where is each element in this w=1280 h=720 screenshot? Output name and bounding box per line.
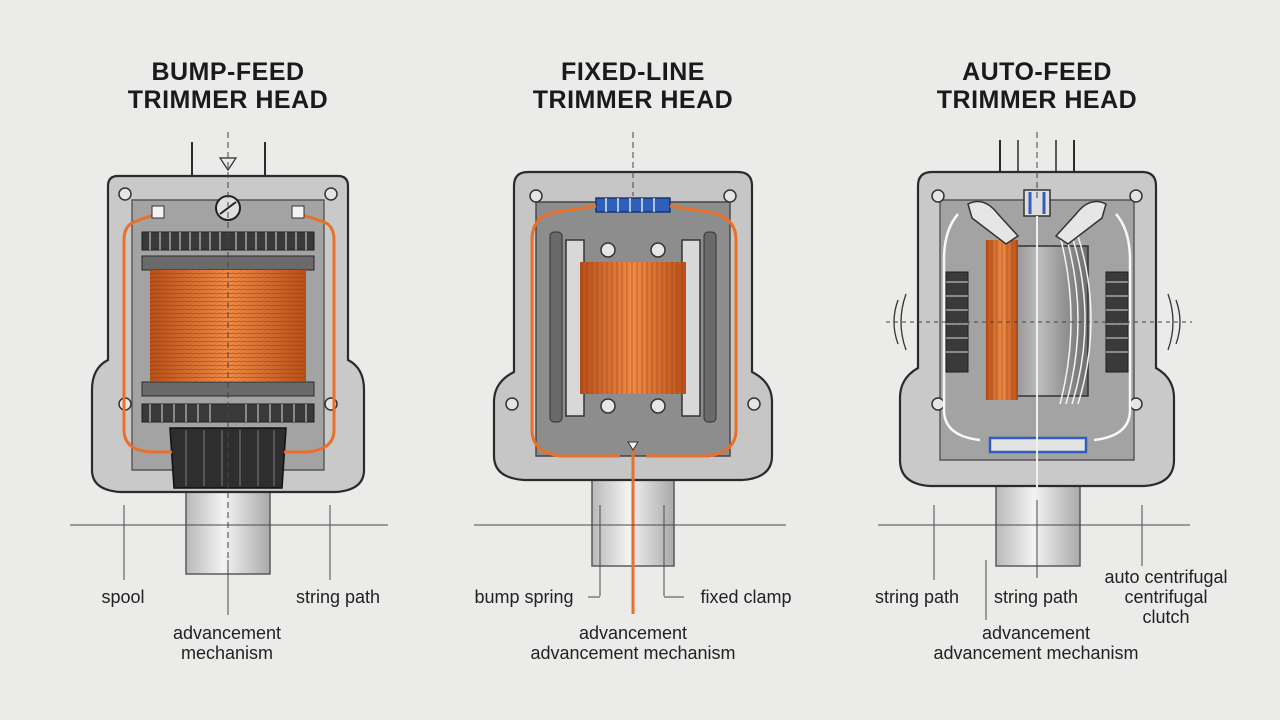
panel-auto-feed: AUTO-FEED TRIMMER HEAD <box>875 58 1228 663</box>
label-string-path-left: string path <box>875 587 959 607</box>
panel-title-line2: TRIMMER HEAD <box>128 86 328 114</box>
label-string-path-middle: string path <box>994 587 1078 607</box>
panel-fixed-line: FIXED-LINE TRIMMER HEAD <box>474 58 792 663</box>
bump-feed-head-illustration <box>90 132 366 590</box>
label-advancement-mechanism: advancement mechanism <box>933 643 1138 663</box>
label-auto-centrifugal: auto centrifugal <box>1104 567 1227 587</box>
panel-title-line2: TRIMMER HEAD <box>937 86 1137 114</box>
label-mechanism: mechanism <box>181 643 273 663</box>
panel-title-line1: AUTO-FEED <box>962 58 1112 86</box>
label-advancement: advancement <box>173 623 281 643</box>
fixed-line-head-illustration <box>492 132 774 614</box>
label-spool: spool <box>101 587 144 607</box>
label-advancement: advancement <box>579 623 687 643</box>
label-clutch: clutch <box>1142 607 1189 627</box>
panel-title-line1: BUMP-FEED <box>151 58 304 86</box>
label-string-path: string path <box>296 587 380 607</box>
auto-feed-head-illustration <box>886 132 1192 567</box>
panel-bump-feed: BUMP-FEED TRIMMER HEAD <box>70 58 388 663</box>
panel-title-line2: TRIMMER HEAD <box>533 86 733 114</box>
label-centrifugal: centrifugal <box>1124 587 1207 607</box>
label-bump-spring: bump spring <box>474 587 573 607</box>
label-fixed-clamp: fixed clamp <box>700 587 791 607</box>
label-advancement-mechanism: advancement mechanism <box>530 643 735 663</box>
panel-title-line1: FIXED-LINE <box>561 58 705 86</box>
label-advancement: advancement <box>982 623 1090 643</box>
